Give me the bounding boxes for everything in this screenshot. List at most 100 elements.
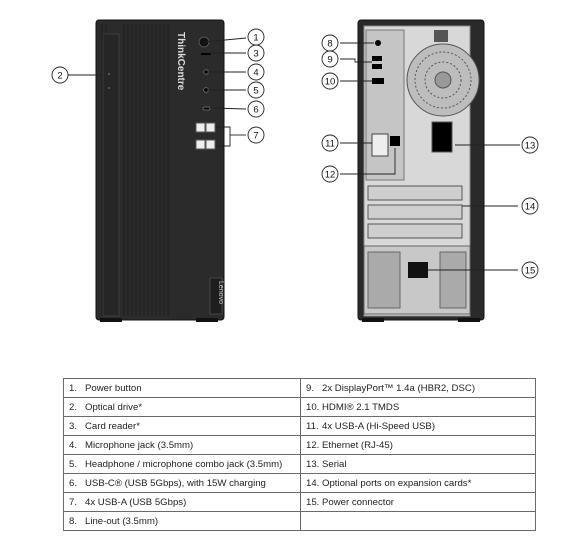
callout-3: 3 [247,44,265,62]
optical-drive-bay [102,33,120,317]
legend-number: 12. [306,439,320,451]
legend-cell: 4. Microphone jack (3.5mm) [63,435,301,455]
legend-text: 4x USB-A (Hi-Speed USB) [322,420,436,432]
callout-13: 13 [521,136,539,154]
legend-cell: 6. USB-C® (USB 5Gbps), with 15W charging [63,473,301,493]
legend-text: Headphone / microphone combo jack (3.5mm… [85,458,283,470]
legend-text: Line-out (3.5mm) [85,515,159,527]
serial-port-icon [431,121,453,153]
legend-cell: 12.Ethernet (RJ-45) [300,435,536,455]
legend-row: 1. Power button 9.2x DisplayPort™ 1.4a (HB… [63,378,536,398]
svg-text:2: 2 [57,71,62,82]
legend-text: Power connector [322,496,394,508]
svg-text:1: 1 [253,33,258,44]
callout-4: 4 [247,63,265,81]
legend-number: 4. [69,439,78,451]
legend-cell: 3. Card reader* [63,416,301,436]
legend-number: 5. [69,458,78,470]
svg-text:11: 11 [325,139,335,150]
callout-12: 12 [321,165,339,183]
legend-row: 4. Microphone jack (3.5mm) 12.Ethernet (RJ… [63,435,536,455]
callout-14: 14 [521,197,539,215]
displayport-2-icon [372,64,382,69]
legend-cell: 5. Headphone / microphone combo jack (3.5… [63,454,301,474]
legend-row: 3. Card reader* 11.4x USB-A (Hi-Speed USB) [63,416,536,436]
brand-badge: Lenovo [217,281,224,304]
legend-text: Optional ports on expansion cards* [322,477,472,489]
legend-row: 8. Line-out (3.5mm) [63,511,536,531]
front-grille [101,24,169,316]
svg-text:10: 10 [325,77,336,88]
power-connector-icon [408,262,428,278]
legend-cell [300,511,536,531]
displayport-1-icon [372,56,382,61]
io-shield [365,29,405,181]
rear-usb-a-ports [371,133,389,157]
legend-number: 7. [69,496,78,508]
legend-number: 15. [306,496,320,508]
legend-text: HDMI® 2.1 TMDS [322,401,400,413]
psu-area [363,245,471,315]
lock-loop [434,30,448,42]
callout-9: 9 [321,50,339,68]
svg-text:3: 3 [253,49,258,60]
usb-c-port-icon [202,106,211,111]
rear-ports [371,40,400,157]
front-view: ThinkCentre Lenovo [95,19,225,322]
callout-2: 2 [51,66,69,84]
svg-text:7: 7 [253,131,258,142]
svg-text:8: 8 [327,39,332,50]
legend-cell: 10.HDMI® 2.1 TMDS [300,397,536,417]
svg-text:9: 9 [327,55,332,66]
brand-vertical: ThinkCentre [175,32,186,91]
legend-text: USB-C® (USB 5Gbps), with 15W charging [85,477,266,489]
legend-cell: 1. Power button [63,378,301,398]
svg-text:5: 5 [253,86,258,97]
legend-row: 6. USB-C® (USB 5Gbps), with 15W charging 1… [63,473,536,493]
callout-7: 7 [247,126,265,144]
legend-text: Optical drive* [85,401,143,413]
legend-text: Power button [85,382,142,394]
legend-number: 10. [306,401,320,413]
legend-number: 14. [306,477,320,489]
legend-text: Ethernet (RJ-45) [322,439,393,451]
callout-lines [67,37,520,271]
legend-row: 2. Optical drive* 10.HDMI® 2.1 TMDS [63,397,536,417]
legend-text: Microphone jack (3.5mm) [85,439,194,451]
legend-text: Card reader* [85,420,140,432]
svg-text:4: 4 [253,68,258,79]
microphone-jack-icon [203,69,209,75]
legend-cell: 8. Line-out (3.5mm) [63,511,301,531]
callout-15: 15 [521,261,539,279]
legend-number: 6. [69,477,78,489]
lenovo-badge [209,277,223,315]
legend-cell: 9.2x DisplayPort™ 1.4a (HBR2, DSC) [300,378,536,398]
callout-10: 10 [321,72,339,90]
legend-number: 11. [306,420,319,432]
svg-text:13: 13 [525,141,536,152]
legend-table: 1. Power button 9.2x DisplayPort™ 1.4a (HB… [63,378,536,531]
rear-view [357,19,485,322]
svg-text:15: 15 [525,266,536,277]
legend-row: 7. 4x USB-A (USB 5Gbps) 15.Power connector [63,492,536,512]
legend-cell: 14.Optional ports on expansion cards* [300,473,536,493]
callout-5: 5 [247,81,265,99]
legend-number: 1. [69,382,78,394]
legend-cell: 13.Serial [300,454,536,474]
fan-grille [406,43,480,117]
svg-text:14: 14 [525,202,536,213]
legend-row: 5. Headphone / microphone combo jack (3.5… [63,454,536,474]
legend-number: 8. [69,515,78,527]
legend-text: Serial [322,458,347,470]
hdmi-port-icon [372,78,384,84]
legend-body: 1. Power button 9.2x DisplayPort™ 1.4a (HB… [63,378,536,531]
callout-6: 6 [247,100,265,118]
legend-text: 2x DisplayPort™ 1.4a (HBR2, DSC) [322,382,476,394]
card-reader-slot [201,53,211,55]
legend-number: 13. [306,458,320,470]
legend-number: 3. [69,420,78,432]
svg-text:6: 6 [253,105,258,116]
ethernet-port-icon [390,136,400,146]
legend-number: 2. [69,401,78,413]
legend-text: 4x USB-A (USB 5Gbps) [85,496,187,508]
